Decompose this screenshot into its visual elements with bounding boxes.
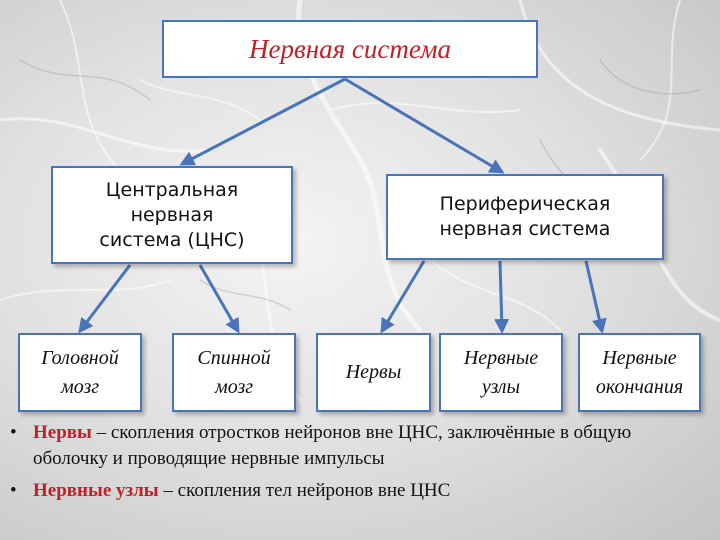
cns-label: Центральная нервная система (ЦНС) (99, 178, 245, 251)
bullet-icon: • (10, 422, 17, 443)
spinal-cord-box: Спинной мозг (172, 333, 296, 412)
bullet-icon: • (10, 480, 17, 501)
cns-box: Центральная нервная система (ЦНС) (51, 166, 293, 264)
nerves-label: Нервы (345, 361, 402, 383)
pns-box: Периферическая нервная система (386, 174, 664, 260)
definition-item: • Нервные узлы – скопления тел нейронов в… (10, 478, 710, 504)
definition-term: Нервные узлы (33, 480, 159, 501)
diagram-title-box: Нервная система (162, 20, 538, 78)
definition-text: – скопления отростков нейронов вне ЦНС, … (33, 422, 632, 469)
definition-item: • Нервы – скопления отростков нейронов вн… (10, 420, 710, 472)
diagram-title: Нервная система (249, 33, 451, 64)
brain-label: Головной мозг (41, 346, 119, 398)
pns-label: Периферическая нервная система (439, 193, 611, 240)
nerve-endings-label: Нервные окончания (595, 346, 684, 398)
definition-text: – скопления тел нейронов вне ЦНС (158, 480, 451, 501)
brain-box: Головной мозг (18, 333, 142, 412)
spinal-cord-label: Спинной мозг (197, 346, 271, 398)
nerve-endings-box: Нервные окончания (578, 333, 701, 412)
ganglia-box: Нервные узлы (439, 333, 563, 412)
nerves-box: Нервы (316, 333, 431, 412)
definition-term: Нервы (33, 422, 92, 443)
ganglia-label: Нервные узлы (463, 346, 539, 398)
definitions-list: • Нервы – скопления отростков нейронов вн… (10, 420, 710, 504)
